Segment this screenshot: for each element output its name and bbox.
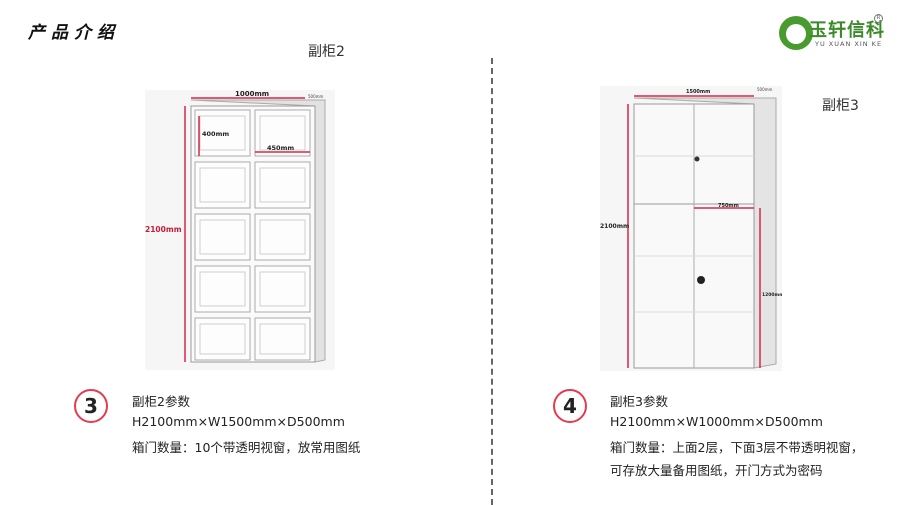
section-divider bbox=[491, 58, 493, 505]
cabinet3-image: 1500mm 500mm 2100mm 750mm 1200mm bbox=[600, 86, 784, 371]
logo-subtitle: YU XUAN XIN KE bbox=[815, 40, 883, 48]
company-logo: 玉轩信科 YU XUAN XIN KE R bbox=[779, 14, 884, 52]
password-lock-icon bbox=[697, 276, 705, 284]
item-number-3: 3 bbox=[74, 389, 108, 423]
cabinet3-params-title: 副柜3参数 bbox=[610, 394, 668, 409]
cabinet2-drawing: 1000mm 500mm 2100mm 400mm 450mm bbox=[145, 90, 326, 363]
logo-mark-icon bbox=[779, 16, 813, 50]
cabinet2-depth-label: 500mm bbox=[308, 94, 324, 99]
cabinet2-title: 副柜2 bbox=[308, 44, 345, 60]
cabinet2-width-label: 1000mm bbox=[235, 90, 269, 98]
page-heading: 产品介绍 bbox=[28, 23, 120, 43]
cabinet3-size: H2100mm×W1000mm×D500mm bbox=[610, 414, 823, 429]
cabinet3-description-line1: 箱门数量：上面2层，下面3层不带透明视窗， bbox=[610, 440, 864, 455]
registered-mark: R bbox=[874, 14, 883, 23]
cabinet2-description: 箱门数量：10个带透明视窗，放常用图纸 bbox=[132, 440, 361, 455]
cabinet3-height-label: 2100mm bbox=[600, 223, 629, 230]
cabinet3-depth-label: 500mm bbox=[757, 87, 773, 92]
cabinet2-image: 1000mm 500mm 2100mm 400mm 450mm bbox=[145, 90, 335, 370]
logo-name: 玉轩信科 bbox=[809, 20, 885, 41]
cabinet2-height-label: 2100mm bbox=[145, 225, 182, 234]
cabinet2-door-width-label: 450mm bbox=[267, 144, 294, 152]
cabinet3-lower-height-label: 1200mm bbox=[762, 292, 782, 298]
cabinet2-door-height-label: 400mm bbox=[202, 130, 229, 138]
cabinet2-size: H2100mm×W1500mm×D500mm bbox=[132, 414, 345, 429]
cabinet2-params-title: 副柜2参数 bbox=[132, 394, 190, 409]
cabinet3-drawing: 1500mm 500mm 2100mm 750mm 1200mm bbox=[600, 87, 784, 369]
cabinet3-door-width-label: 750mm bbox=[718, 203, 739, 209]
item-number-4: 4 bbox=[553, 389, 587, 423]
upper-lock-icon bbox=[694, 156, 700, 162]
cabinet3-width-label: 1500mm bbox=[686, 89, 710, 95]
cabinet3-title: 副柜3 bbox=[822, 98, 859, 114]
cabinet3-description-line2: 可存放大量备用图纸，开门方式为密码 bbox=[610, 463, 823, 478]
